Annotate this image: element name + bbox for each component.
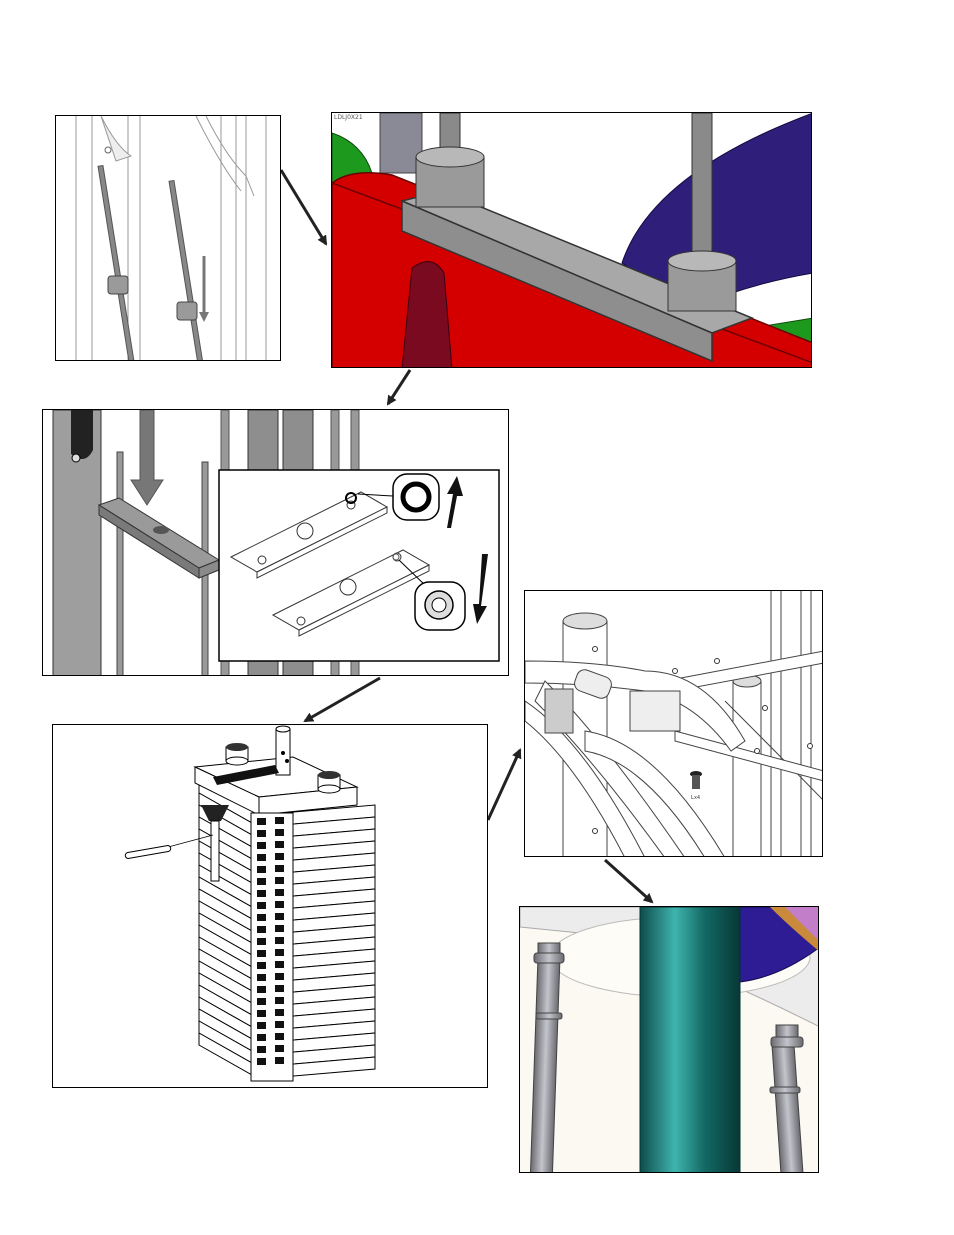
- up-arrow: [447, 476, 463, 528]
- selector-holes: [257, 817, 284, 1065]
- arrow-p3-to-p4: [303, 676, 381, 723]
- selector-hole: [257, 926, 266, 933]
- selector-hole: [257, 1046, 266, 1053]
- selector-hole: [275, 1057, 284, 1064]
- selector-hole: [275, 949, 284, 956]
- selector-hole: [275, 985, 284, 992]
- bolt-icon: [690, 771, 702, 789]
- panel-guide-rods-detail: [55, 115, 281, 361]
- selector-hole: [257, 986, 266, 993]
- panel-top-plate-install: [42, 409, 509, 676]
- selector-hole: [257, 914, 266, 921]
- selector-hole: [275, 1045, 284, 1052]
- loose-pin: [124, 845, 172, 859]
- selector-hole: [275, 913, 284, 920]
- selector-hole: [257, 1058, 266, 1065]
- selector-hole: [257, 830, 266, 837]
- insert-arrow: [130, 410, 164, 506]
- arrow-p4-to-p5: [486, 748, 522, 821]
- rear-post: [379, 113, 423, 174]
- guide-rod-left: [116, 451, 124, 675]
- selector-hole: [275, 829, 284, 836]
- selector-hole: [275, 925, 284, 932]
- selector-hole: [257, 902, 266, 909]
- selector-hole: [257, 890, 266, 897]
- arrow-p1-to-p2: [279, 169, 328, 246]
- selector-hole: [257, 842, 266, 849]
- rod-bushing-right: [317, 771, 341, 794]
- down-arrow-inset: [473, 554, 488, 624]
- selector-hole: [275, 841, 284, 848]
- selector-hole: [257, 974, 266, 981]
- teal-post: [639, 907, 741, 1172]
- panel-bracket-3d-view: LDLJ0X21: [331, 112, 812, 368]
- arm-pivot-cap: [574, 669, 612, 699]
- arrow-p5-to-p6: [604, 858, 654, 904]
- rod-collar-left: [107, 275, 129, 295]
- rod-collar-right: [176, 301, 198, 321]
- selector-hole: [257, 938, 266, 945]
- selector-hole: [275, 865, 284, 872]
- selector-hole: [275, 853, 284, 860]
- selector-hole: [257, 818, 266, 825]
- selector-hole: [275, 901, 284, 908]
- selector-hole: [275, 961, 284, 968]
- selector-stem: [213, 725, 291, 785]
- rod-bushing-left: [225, 743, 249, 766]
- selector-hole: [275, 937, 284, 944]
- selector-hole: [257, 1010, 266, 1017]
- selector-hole: [257, 998, 266, 1005]
- selector-hole: [275, 877, 284, 884]
- selector-hole: [275, 1021, 284, 1028]
- panel-arm-frame-detail: Lx4: [524, 590, 823, 857]
- selector-hole: [257, 878, 266, 885]
- guide-rod-left: [97, 164, 135, 360]
- selector-hole: [275, 973, 284, 980]
- selector-hole: [257, 950, 266, 957]
- guide-rod-right: [168, 179, 204, 360]
- selector-hole: [257, 1022, 266, 1029]
- guide-rod-left: [529, 942, 565, 1172]
- weight-pin: [124, 805, 229, 882]
- selector-hole: [257, 962, 266, 969]
- part-stamp: Lx4: [691, 795, 700, 801]
- selector-hole: [257, 1034, 266, 1041]
- selector-hole: [257, 854, 266, 861]
- panel-weight-stack: [52, 724, 488, 1088]
- frame-support: [401, 261, 453, 367]
- selector-hole: [275, 889, 284, 896]
- panel-corner-label: LDLJ0X21: [334, 114, 363, 121]
- selector-hole: [275, 997, 284, 1004]
- selector-hole: [275, 1033, 284, 1040]
- bushing-detail-upper: [392, 473, 440, 521]
- selector-hole: [275, 1009, 284, 1016]
- upright-post-right: [732, 680, 762, 856]
- guide-rod-right: [769, 1024, 804, 1172]
- inset-plate-lower: [271, 549, 431, 637]
- arrow-p2-to-p3: [386, 369, 412, 406]
- inset-plate-upper: [229, 491, 389, 579]
- selector-hole: [257, 866, 266, 873]
- selector-hole: [275, 817, 284, 824]
- panel-teal-post-3d-view: [519, 906, 819, 1173]
- collar-b: [667, 250, 737, 272]
